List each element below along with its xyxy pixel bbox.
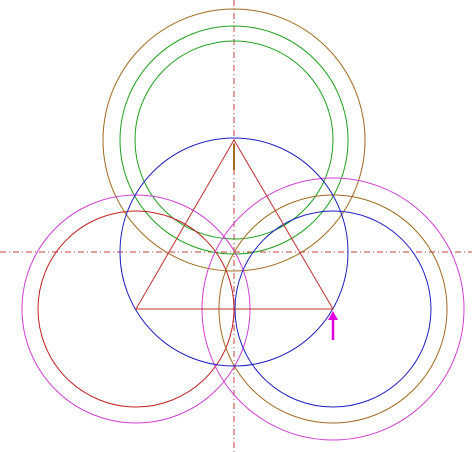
- top-green-circle-outer: [119, 25, 349, 255]
- selection-arrow-marker[interactable]: [328, 311, 338, 340]
- top-outer-bronze-circle: [102, 8, 366, 272]
- main-circle: [119, 137, 349, 367]
- top-green-circle-inner: [134, 40, 334, 240]
- equilateral-triangle: [135, 139, 334, 310]
